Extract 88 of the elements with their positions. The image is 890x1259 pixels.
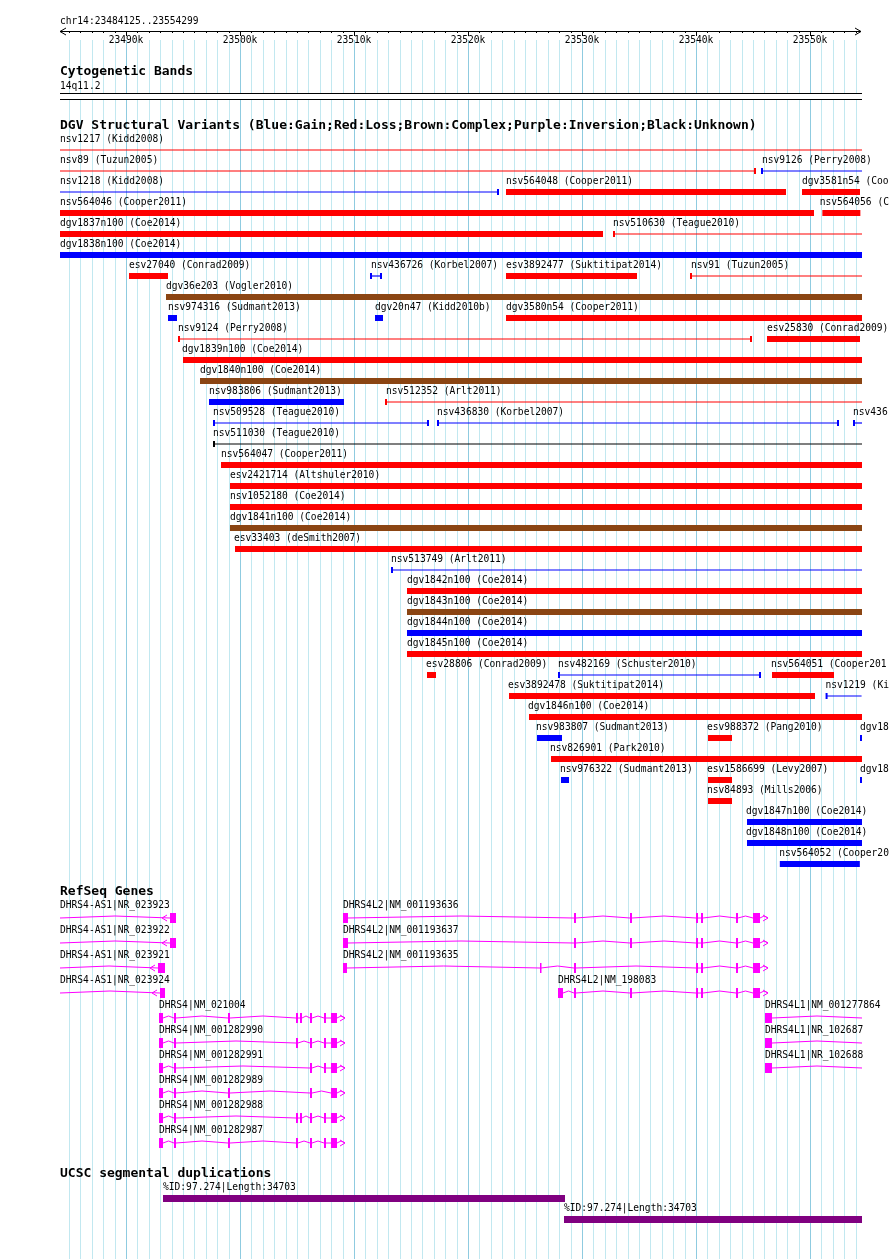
feature-label: DHRS4L1|NM_001277864 [765,999,881,1011]
feature-label: dgv1846n100 (Coe2014) [528,700,650,712]
feature-label: nsv974316 (Sudmant2013) [168,301,301,313]
feature-label: nsv564046 (Cooper2011) [60,196,188,208]
feature-label: DHRS4|NM_001282989 [159,1074,263,1086]
feature-label: dgv1844n100 (Coe2014) [407,616,529,628]
feature-label: nsv983806 (Sudmant2013) [209,385,342,397]
feature-label: dgv1837n100 (Coe2014) [60,217,182,229]
feature-label: esv2421714 (Altshuler2010) [230,469,381,481]
feature-label: esv1586699 (Levy2007) [707,763,829,775]
tick-label: 23500k [222,34,258,46]
feature-label: nsv512352 (Arlt2011) [386,385,502,397]
tick-label: 23490k [108,34,144,46]
feature-label: nsv91 (Tuzun2005) [691,259,790,271]
feature-label: DHRS4L1|NR_102687 [765,1024,864,1036]
feature-label: DHRS4-AS1|NR_023921 [60,949,170,961]
feature-label: dgv20n47 (Kidd2010b) [375,301,491,313]
feature-label: dgv1848n100 (Coe2014) [746,826,868,838]
feature-label: dgv1845n100 (Coe2014) [407,637,529,649]
coordinate-label: chr14:23484125..23554299 [60,15,199,27]
feature-label: dgv36e203 (Vogler2010) [166,280,294,292]
feature-label: nsv436 [853,406,888,418]
feature-label: DHRS4L1|NR_102688 [765,1049,864,1061]
feature-label: dgv3581n54 (Coo [802,175,889,187]
feature-label: dgv1839n100 (Coe2014) [182,343,304,355]
feature-label: DHRS4-AS1|NR_023923 [60,899,170,911]
feature-label: nsv1217 (Kidd2008) [60,133,164,145]
feature-label: dgv18 [860,763,889,775]
feature-label: nsv9124 (Perry2008) [178,322,288,334]
feature-label: esv3892477 (Suktitipat2014) [506,259,662,271]
feature-label: nsv983807 (Sudmant2013) [536,721,669,733]
feature-label: nsv436830 (Korbel2007) [437,406,565,418]
feature-label: esv3892478 (Suktitipat2014) [508,679,664,691]
feature-label: dgv18 [860,721,889,733]
feature-label: nsv511030 (Teague2010) [213,427,341,439]
feature-label: dgv1842n100 (Coe2014) [407,574,529,586]
feature-label: nsv564052 (Cooper20 [779,847,889,859]
feature-label: nsv9126 (Perry2008) [762,154,872,166]
feature-label: nsv84893 (Mills2006) [707,784,823,796]
track-heading: UCSC segmental duplications [60,1166,272,1180]
band-label: 14q11.2 [60,80,101,92]
feature-label: %ID:97.274|Length:34703 [163,1181,296,1193]
tick-label: 23510k [336,34,372,46]
feature-label: esv25830 (Conrad2009) [767,322,889,334]
feature-label: nsv89 (Tuzun2005) [60,154,159,166]
feature-label: DHRS4|NM_021004 [159,999,246,1011]
feature-label: nsv436726 (Korbel2007) [371,259,499,271]
feature-label: nsv509528 (Teague2010) [213,406,341,418]
feature-label: esv33403 (deSmith2007) [234,532,362,544]
feature-label: dgv3580n54 (Cooper2011) [506,301,639,313]
track-heading: Cytogenetic Bands [60,64,194,78]
feature-label: %ID:97.274|Length:34703 [564,1202,697,1214]
feature-label: nsv482169 (Schuster2010) [558,658,697,670]
track-heading: RefSeq Genes [60,884,154,898]
feature-label: nsv564056 (C [819,196,889,208]
feature-label: dgv1840n100 (Coe2014) [200,364,322,376]
tick-label: 23530k [564,34,600,46]
feature-label: DHRS4|NM_001282988 [159,1099,263,1111]
feature-label: DHRS4L2|NM_001193637 [343,924,459,936]
feature-label: nsv976322 (Sudmant2013) [560,763,693,775]
feature-label: DHRS4|NM_001282987 [159,1124,263,1136]
feature-label: DHRS4|NM_001282991 [159,1049,263,1061]
feature-label: nsv513749 (Arlt2011) [391,553,507,565]
feature-label: nsv1219 (Ki [825,679,889,691]
feature-label: DHRS4|NM_001282990 [159,1024,263,1036]
feature-label: dgv1843n100 (Coe2014) [407,595,529,607]
feature-label: esv27040 (Conrad2009) [129,259,251,271]
tick-label: 23520k [450,34,486,46]
feature-label: DHRS4L2|NM_001193636 [343,899,459,911]
feature-label: DHRS4-AS1|NR_023922 [60,924,170,936]
feature-label: dgv1838n100 (Coe2014) [60,238,182,250]
feature-label: nsv1052180 (Coe2014) [230,490,346,502]
feature-label: nsv1218 (Kidd2008) [60,175,164,187]
feature-label: esv28806 (Conrad2009) [426,658,548,670]
feature-label: nsv826901 (Park2010) [550,742,666,754]
feature-label: nsv564048 (Cooper2011) [506,175,634,187]
tick-label: 23540k [678,34,714,46]
tick-label: 23550k [792,34,828,46]
feature-label: nsv564047 (Cooper2011) [221,448,349,460]
track-heading: DGV Structural Variants (Blue:Gain;Red:Loss;Brown:Complex;Purple:Inversion;Black:Unknown) [60,118,757,132]
feature-label: DHRS4-AS1|NR_023924 [60,974,170,986]
feature-label: nsv510630 (Teague2010) [613,217,741,229]
feature-label: esv988372 (Pang2010) [707,721,823,733]
feature-label: dgv1841n100 (Coe2014) [230,511,352,523]
feature-label: dgv1847n100 (Coe2014) [746,805,868,817]
feature-label: DHRS4L2|NM_198083 [558,974,657,986]
feature-label: nsv564051 (Cooper201 [771,658,887,670]
feature-label: DHRS4L2|NM_001193635 [343,949,459,961]
